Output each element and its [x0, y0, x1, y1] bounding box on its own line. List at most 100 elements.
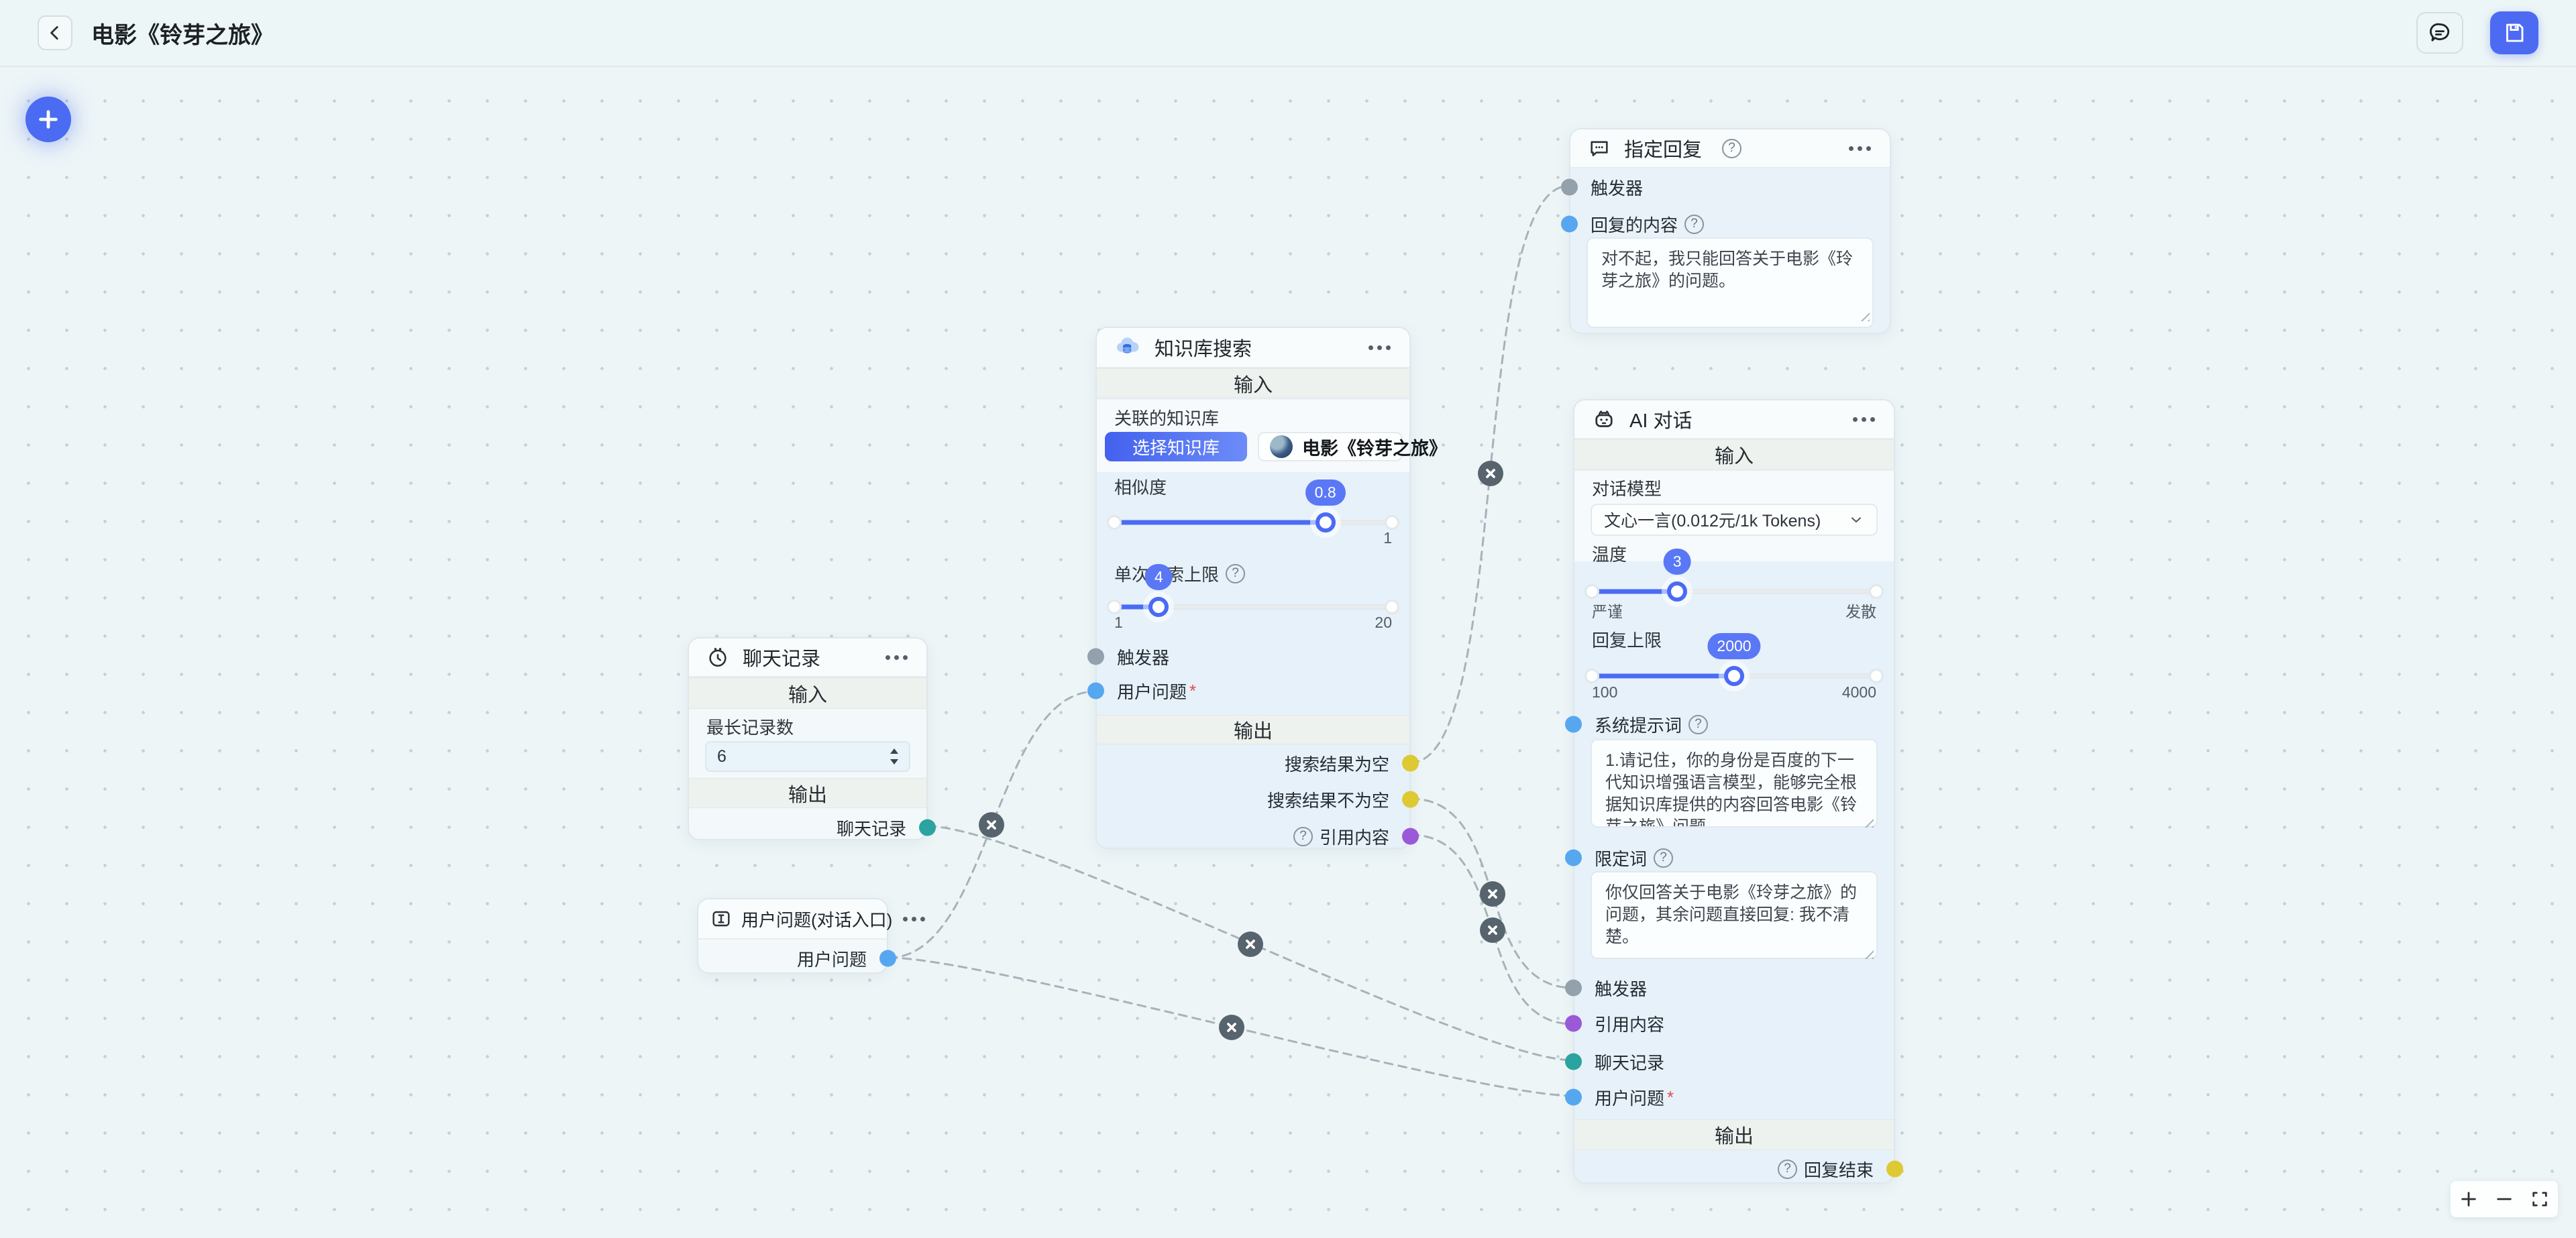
help-icon[interactable]: ?: [1777, 1159, 1797, 1179]
reply-limit-slider[interactable]: 2000: [1585, 633, 1884, 686]
save-button[interactable]: [2490, 11, 2538, 54]
port-row-chat-history: 聊天记录: [1565, 1048, 1894, 1075]
help-icon[interactable]: ?: [1654, 848, 1674, 868]
stepper-up-icon[interactable]: [889, 748, 900, 754]
delete-edge-button[interactable]: [1480, 917, 1505, 943]
input-port-qualifier[interactable]: [1565, 849, 1582, 866]
save-icon: [2506, 23, 2524, 42]
input-port-content[interactable]: [1561, 215, 1578, 233]
input-port-reference[interactable]: [1565, 1015, 1582, 1032]
scale-min: 1: [1114, 614, 1123, 631]
kb-chip[interactable]: 电影《铃芽之旅》: [1258, 432, 1447, 461]
max-records-value[interactable]: [706, 746, 879, 767]
add-node-button[interactable]: [25, 97, 71, 142]
model-label: 对话模型: [1592, 478, 1662, 499]
clock-icon: [706, 646, 729, 669]
slider-endcap: [1869, 584, 1884, 599]
chevron-down-icon: [1848, 512, 1864, 528]
plus-icon: [2461, 1192, 2476, 1206]
temperature-slider[interactable]: 3: [1585, 549, 1884, 602]
delete-edge-button[interactable]: [1478, 461, 1503, 486]
output-port-user-question[interactable]: [879, 950, 896, 967]
input-port-trigger[interactable]: [1561, 178, 1578, 196]
delete-edge-button[interactable]: [1480, 881, 1505, 907]
slider-endcap: [1107, 515, 1122, 530]
reply-limit-scale: 100 4000: [1592, 683, 1876, 701]
chevron-left-icon: [50, 25, 58, 40]
port-label: 回复结束: [1803, 1160, 1874, 1180]
select-kb-button[interactable]: 选择知识库: [1105, 432, 1247, 461]
kb-label: 关联的知识库: [1114, 408, 1220, 429]
delete-edge-button[interactable]: [979, 812, 1004, 838]
slider-handle[interactable]: 3: [1663, 549, 1691, 602]
help-icon[interactable]: ?: [1226, 563, 1246, 583]
delete-edge-button[interactable]: [1219, 1015, 1244, 1040]
input-port-user-question[interactable]: [1565, 1088, 1582, 1106]
port-label: 引用内容: [1319, 827, 1389, 848]
slider-handle[interactable]: 2000: [1707, 633, 1761, 686]
kb-chip-label: 电影《铃芽之旅》: [1302, 438, 1447, 459]
help-icon[interactable]: ?: [1684, 214, 1705, 234]
qualifier-textarea[interactable]: 你仅回答关于电影《玲芽之旅》的问题，其余问题直接回复: 我不清楚。: [1591, 871, 1878, 959]
system-prompt-textarea[interactable]: 1.请记住，你的身份是百度的下一代知识增强语言模型，能够完全根据知识库提供的内容…: [1591, 739, 1878, 828]
search-limit-slider[interactable]: 4: [1107, 564, 1399, 617]
slider-endcap: [1385, 600, 1399, 614]
node-chat-history[interactable]: 聊天记录 输入 最长记录数 输出 聊天记录: [688, 637, 936, 840]
help-icon[interactable]: ?: [1722, 138, 1742, 158]
model-select-value: 文心一言(0.012元/1k Tokens): [1604, 512, 1821, 530]
node-menu-button[interactable]: [1851, 412, 1876, 427]
input-port-trigger[interactable]: [1565, 979, 1582, 997]
node-specified-reply[interactable]: 指定回复 ? 触发器 回复的内容 ? 对不起，我只能回答关于电影《玲芽之旅》的问…: [1561, 128, 1891, 334]
input-port-trigger[interactable]: [1087, 648, 1104, 665]
robot-icon: [1592, 407, 1616, 431]
node-header: 用户问题(对话入口): [698, 899, 926, 940]
fit-view-button[interactable]: [2524, 1181, 2555, 1217]
zoom-out-button[interactable]: [2489, 1181, 2520, 1217]
slider-value-tooltip: 2000: [1707, 633, 1761, 659]
slider-handle[interactable]: 0.8: [1305, 480, 1346, 532]
help-icon[interactable]: ?: [1293, 826, 1313, 846]
output-port-chat-history[interactable]: [919, 819, 936, 836]
delete-edge-button[interactable]: [1238, 932, 1263, 957]
port-label: 用户问题: [1117, 681, 1187, 702]
port-row-trigger: 触发器: [1087, 643, 1409, 670]
input-port-user-question[interactable]: [1087, 682, 1104, 699]
slider-handle[interactable]: 4: [1144, 564, 1173, 617]
back-button[interactable]: [38, 15, 72, 50]
node-menu-button[interactable]: [1847, 141, 1872, 156]
node-menu-button[interactable]: [884, 650, 909, 665]
x-icon: [1246, 940, 1255, 949]
port-row-reference: 引用内容: [1565, 1010, 1894, 1037]
zoom-in-button[interactable]: [2453, 1181, 2484, 1217]
output-port-result-not-empty[interactable]: [1402, 791, 1419, 808]
output-port-result-empty[interactable]: [1402, 754, 1419, 772]
model-select[interactable]: 文心一言(0.012元/1k Tokens): [1591, 504, 1878, 536]
output-port-reply-end[interactable]: [1886, 1160, 1903, 1178]
output-port-reference[interactable]: [1402, 828, 1419, 845]
node-title: AI 对话: [1629, 410, 1693, 432]
node-title: 指定回复: [1624, 139, 1703, 161]
plus-icon: [39, 110, 58, 129]
knowledge-base-icon: [1114, 334, 1141, 361]
chat-preview-button[interactable]: [2416, 12, 2463, 54]
input-port-chat-history[interactable]: [1565, 1053, 1582, 1070]
node-menu-button[interactable]: [1367, 340, 1392, 355]
similarity-slider[interactable]: 0.8: [1107, 480, 1399, 532]
scale-min: 100: [1592, 683, 1618, 701]
node-ai-chat[interactable]: AI 对话 输入 对话模型 文心一言(0.012元/1k Tokens) 温度 …: [1565, 399, 1903, 1184]
port-label: 回复的内容: [1591, 215, 1678, 235]
node-title: 聊天记录: [743, 649, 821, 670]
stepper-down-icon[interactable]: [889, 758, 900, 765]
node-menu-button[interactable]: [902, 911, 926, 927]
temperature-scale: 严谨 发散: [1592, 599, 1876, 622]
node-kb-search[interactable]: 知识库搜索 输入 关联的知识库 选择知识库 电影《铃芽之旅》 相似度 0.8 1…: [1087, 327, 1447, 849]
input-port-system-prompt[interactable]: [1565, 716, 1582, 733]
output-section-band: 输出: [689, 778, 926, 808]
port-label: 系统提示词: [1595, 715, 1682, 736]
help-icon[interactable]: ?: [1688, 714, 1709, 734]
reply-content-textarea[interactable]: 对不起，我只能回答关于电影《玲芽之旅》的问题。: [1587, 237, 1874, 328]
max-records-input[interactable]: [705, 741, 910, 772]
node-user-question[interactable]: 用户问题(对话入口) 用户问题: [697, 898, 926, 974]
output-section-band: 输出: [1097, 715, 1409, 744]
stepper: [879, 748, 909, 765]
